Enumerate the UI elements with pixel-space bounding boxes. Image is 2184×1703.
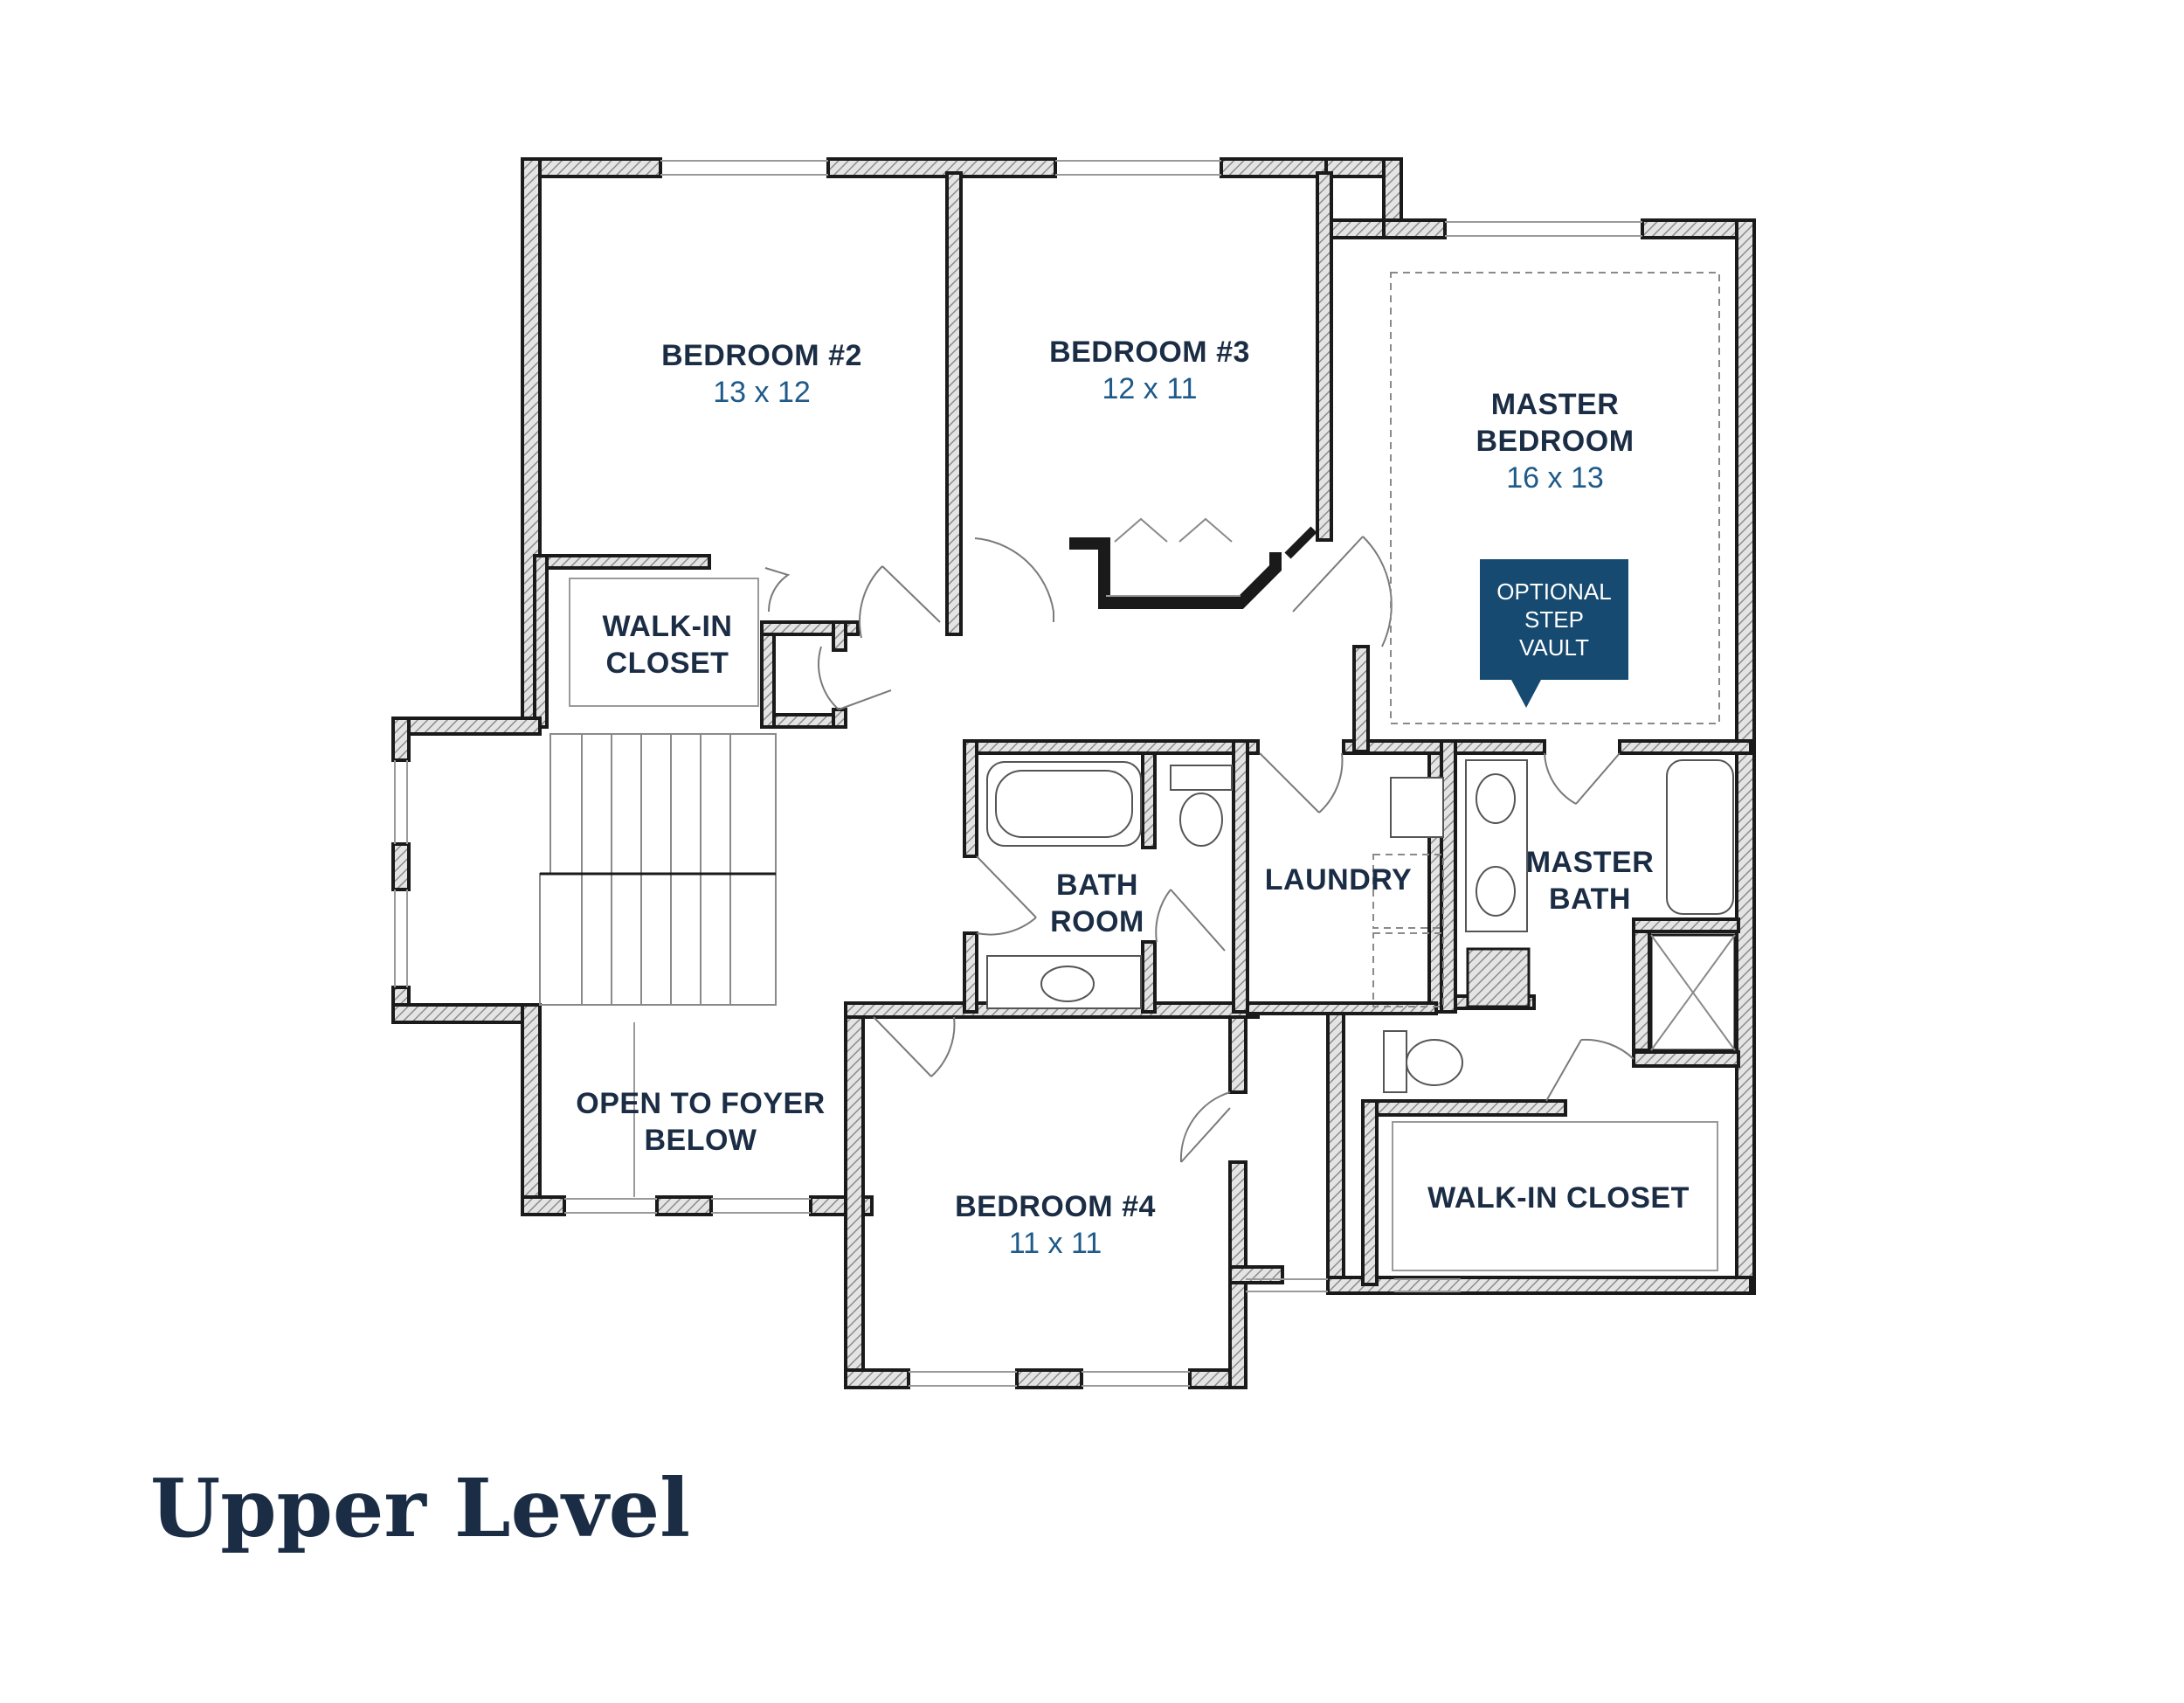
staircase — [539, 733, 777, 1006]
master-bedroom-dim: 16 x 13 — [1506, 461, 1604, 495]
vault-outline — [1390, 272, 1720, 724]
master-toilet-tank — [1383, 1030, 1407, 1093]
bedroom4-dim: 11 x 11 — [1009, 1227, 1102, 1260]
bedroom2-label: BEDROOM #2 — [661, 339, 862, 372]
closet-shelf — [569, 578, 759, 707]
laundry-fixtures — [1372, 777, 1444, 1007]
bedroom2-dim: 13 x 12 — [713, 376, 811, 409]
master-bath-label-line1: MASTER — [1526, 846, 1655, 879]
sink — [1040, 966, 1095, 1002]
callout-line1: OPTIONAL — [1496, 578, 1611, 605]
sink-1 — [1476, 773, 1516, 824]
open-to-foyer-label-line1: OPEN TO FOYER — [576, 1087, 825, 1120]
bathroom-label-line2: ROOM — [1050, 905, 1144, 938]
master-bath-label-line2: BATH — [1549, 883, 1631, 916]
master-bath-fixtures — [1383, 759, 1737, 1093]
hall-bath-fixtures — [986, 761, 1233, 1009]
master-bedroom-label-line1: MASTER — [1491, 388, 1620, 421]
master-closet-shelf — [1392, 1121, 1718, 1271]
shower — [1649, 933, 1737, 1052]
bedroom3-closet — [1069, 517, 1317, 609]
callout-line3: VAULT — [1519, 634, 1589, 661]
door-swings — [764, 536, 1635, 1163]
laundry-sink — [1390, 777, 1444, 838]
toilet-bowl — [1179, 793, 1223, 847]
optional-step-vault-callout: OPTIONAL STEP VAULT — [1480, 559, 1628, 708]
walkin-closet-label-line1: WALK-IN — [603, 610, 733, 643]
sink-2 — [1476, 866, 1516, 917]
laundry-label: LAUNDRY — [1265, 863, 1412, 896]
bedroom3-dim: 12 x 11 — [1102, 372, 1197, 405]
master-toilet-bowl — [1406, 1039, 1463, 1086]
bathroom-label-line1: BATH — [1056, 869, 1138, 902]
master-bedroom-label-line2: BEDROOM — [1476, 425, 1634, 458]
walkin-closet-label-line2: CLOSET — [606, 647, 729, 680]
master-walkin-closet-label: WALK-IN CLOSET — [1427, 1181, 1690, 1215]
master-tub — [1666, 759, 1734, 915]
bedroom4-label: BEDROOM #4 — [955, 1190, 1156, 1223]
callout-line2: STEP — [1524, 606, 1584, 633]
level-title: Upper Level — [150, 1461, 691, 1555]
open-to-foyer-label-line2: BELOW — [644, 1124, 757, 1157]
windows — [394, 160, 1642, 1387]
toilet-tank — [1170, 765, 1233, 791]
bedroom3-label: BEDROOM #3 — [1049, 336, 1250, 369]
